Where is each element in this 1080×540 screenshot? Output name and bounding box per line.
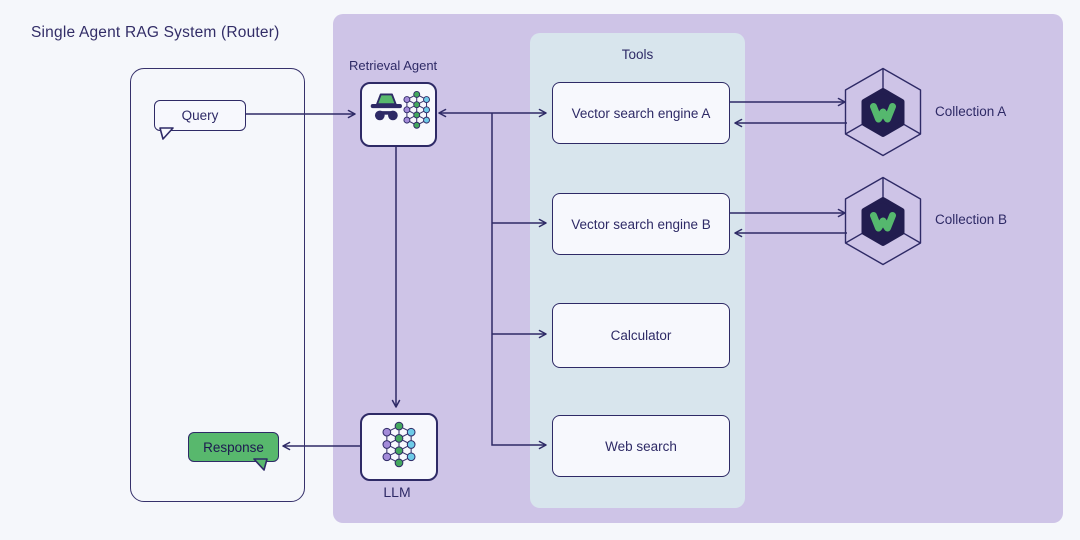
tool-web-search: Web search — [552, 415, 730, 477]
tool-calculator: Calculator — [552, 303, 730, 368]
agent-neural-network-icon — [403, 90, 430, 129]
retrieval-agent-label: Retrieval Agent — [349, 58, 438, 73]
tool-label: Vector search engine A — [571, 105, 711, 121]
tools-title: Tools — [621, 47, 654, 62]
collection-b-hexagon-icon — [844, 176, 922, 266]
user-io-container — [130, 68, 305, 502]
tool-vector-search-engine-b: Vector search engine B — [552, 193, 730, 255]
llm-node — [360, 413, 438, 481]
tool-label: Web search — [605, 438, 677, 454]
retrieval-agent-node — [360, 82, 437, 147]
collection-a-label: Collection A — [935, 104, 1007, 119]
tool-vector-search-engine-a: Vector search engine A — [552, 82, 730, 144]
collection-b-label: Collection B — [935, 212, 1008, 227]
collection-a-hexagon-icon — [844, 67, 922, 157]
tool-label: Vector search engine B — [571, 216, 711, 232]
detective-icon — [370, 93, 402, 121]
query-bubble: Query — [154, 100, 246, 140]
tool-label: Calculator — [610, 328, 672, 343]
response-bubble-tail — [253, 458, 268, 471]
response-bubble: Response — [188, 432, 279, 471]
llm-label: LLM — [383, 484, 411, 500]
response-label: Response — [203, 439, 264, 455]
diagram-title: Single Agent RAG System (Router) — [31, 24, 280, 41]
query-label: Query — [181, 108, 219, 123]
llm-neural-network-icon — [382, 421, 416, 468]
query-bubble-tail — [159, 127, 174, 140]
